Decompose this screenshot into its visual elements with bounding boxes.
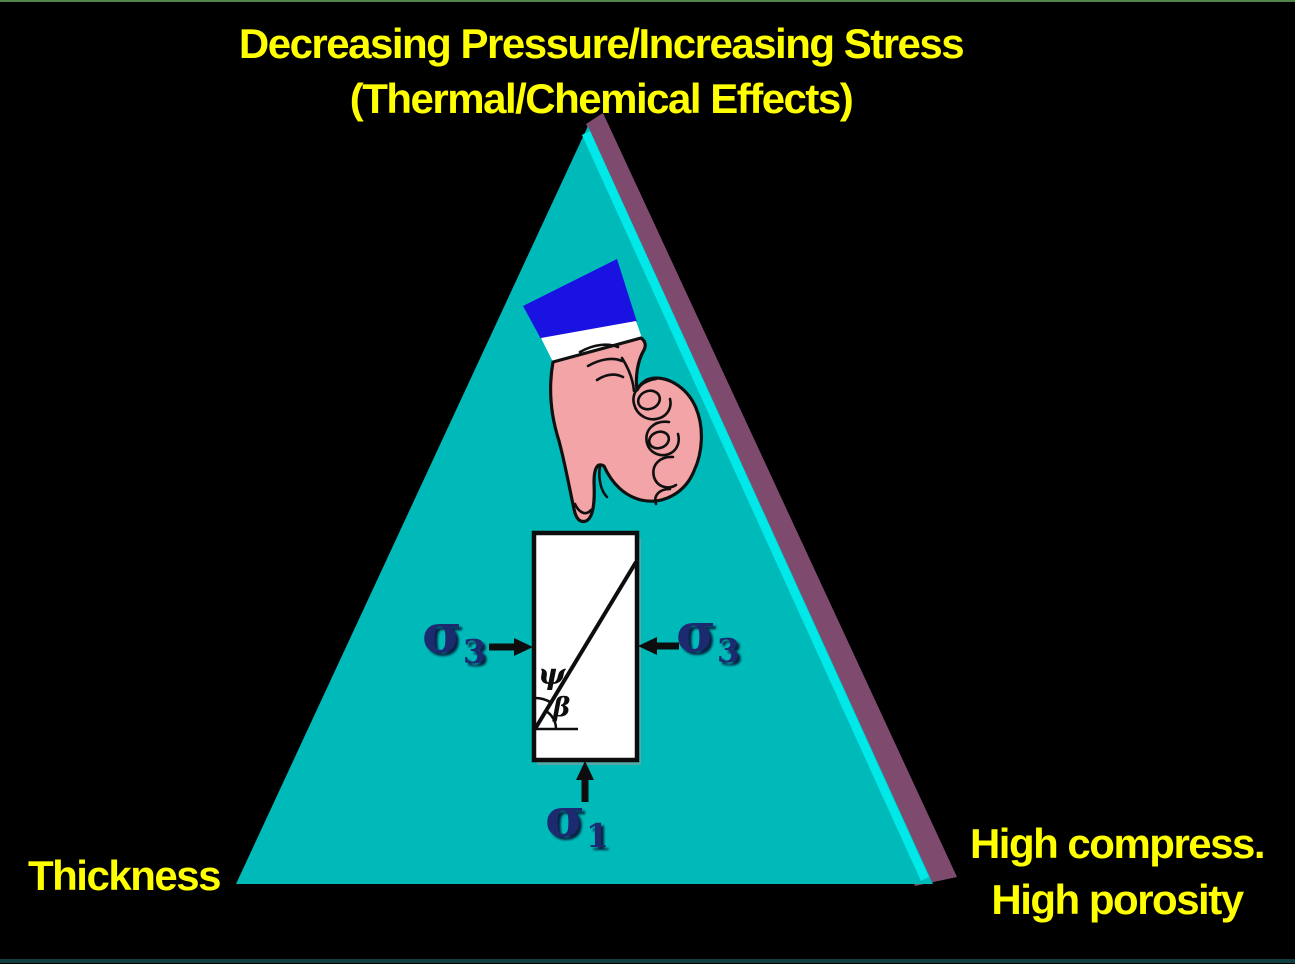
sigma3-left-label: σ3 <box>422 606 486 668</box>
high-porosity-line: High porosity <box>991 876 1244 923</box>
sigma3-left-arrow-head <box>514 638 533 656</box>
ring-finger-curl <box>652 455 678 489</box>
thumb-crease <box>573 502 593 515</box>
title-line-1: Decreasing Pressure/Increasing Stress <box>238 20 965 67</box>
thumbs-down-hand-icon <box>523 259 704 524</box>
rock-sample-sketch <box>531 530 641 765</box>
bottom-border-line <box>0 959 1295 963</box>
sigma3-right-arrow-head <box>638 637 657 655</box>
high-compress-line: High compress. <box>969 820 1266 867</box>
angle-beta-label: β <box>553 693 571 723</box>
psi-angle-arc <box>534 696 552 704</box>
sigma1-subscript: 1 <box>585 816 609 855</box>
shear-fracture-line <box>533 560 638 731</box>
back-hand-crease <box>620 356 636 393</box>
sigma3-right-label: σ3 <box>676 605 740 667</box>
beta-angle-arc <box>545 709 558 730</box>
triangle-side-shadow <box>586 113 957 886</box>
sigma3-subscript: 3 <box>716 631 740 670</box>
high-compress-porosity-label: High compress. High porosity <box>952 816 1282 928</box>
pinky-curl <box>654 487 672 506</box>
palm-crease <box>598 464 609 499</box>
middle-finger-curl <box>645 420 681 457</box>
wrist-crease <box>595 373 625 382</box>
sigma-glyph: σ <box>422 601 462 665</box>
triangle-right-edge-highlight <box>581 131 930 881</box>
fingernail <box>647 430 671 450</box>
top-border-line <box>0 0 1295 2</box>
sleeve <box>523 259 637 339</box>
sigma1-arrow-head <box>576 761 594 780</box>
sigma-glyph: σ <box>545 785 585 849</box>
wrist-crease <box>578 343 620 354</box>
thickness-label: Thickness <box>28 852 221 899</box>
sigma3-subscript: 3 <box>462 632 486 671</box>
hand-detail-lines <box>573 343 681 515</box>
stress-arrows <box>489 637 679 802</box>
sigma-glyph: σ <box>676 600 716 664</box>
fingernail <box>636 389 662 411</box>
angle-psi-label: ψ <box>538 657 566 691</box>
wrist-crease <box>586 357 624 368</box>
cuff <box>541 321 643 362</box>
index-finger-curl <box>632 377 672 421</box>
sigma1-label: σ1 <box>545 790 609 852</box>
